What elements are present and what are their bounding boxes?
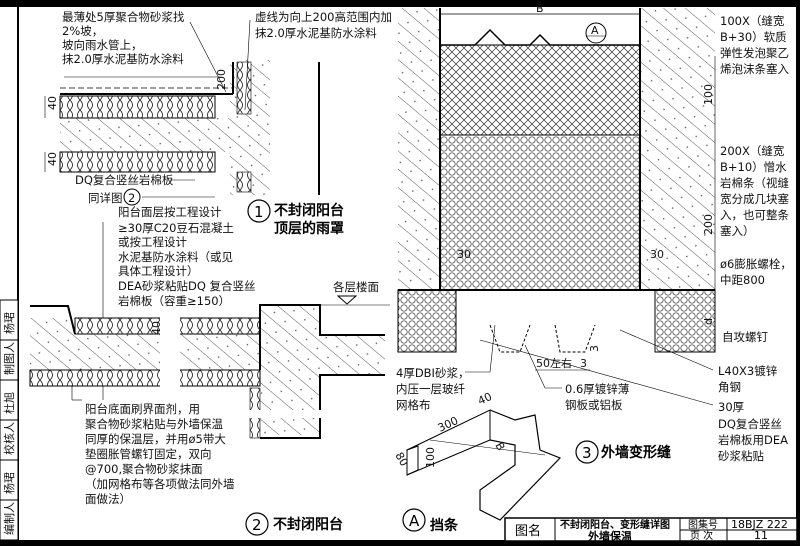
dim-80: 80 — [392, 450, 410, 469]
detail-3: B A 100 200 d 30 30 100X（缝宽 B+30）软质 弹性发泡… — [396, 2, 792, 464]
detail-1: 40 40 200 最薄处5厚聚合物砂浆找 2%坡， 坡向雨水管上， 抹2.0厚… — [44, 10, 392, 237]
right-border — [796, 0, 800, 546]
note-line: 内压一层玻纤 — [396, 382, 465, 396]
note-line: @700,聚合物砂浆抹面 — [85, 462, 203, 476]
note-line: 面做法） — [85, 492, 131, 506]
note-line: 具体工程设计） — [118, 264, 199, 278]
note-line: 阳台底面刷界面剂，用 — [85, 402, 200, 416]
page-value: 11 — [754, 529, 768, 542]
detail-title: 外墙变形缝 — [601, 444, 671, 461]
drawing-name-line1: 不封闭阳台、变形缝详图 — [560, 518, 670, 531]
side-label: 杨珺 — [2, 312, 16, 334]
side-label: 杨珺 — [2, 472, 16, 494]
dim-100: 100 — [702, 84, 715, 105]
note-line: 角钢 — [718, 380, 741, 394]
floor-level-label: 各层楼面 — [333, 280, 379, 294]
note-line: 水泥基防水涂料（或见 — [118, 250, 233, 264]
note-line: 垫圈胀管螺钉固定，双向 — [85, 447, 212, 461]
dim-d: d — [702, 318, 715, 325]
detail-A: 300 40 80 100 B A 挡条 — [392, 390, 562, 534]
note-line: 0.6厚镀锌薄 — [565, 382, 629, 396]
detail-number: 2 — [252, 516, 262, 534]
note-line: 塞入） — [720, 224, 755, 238]
note-line: B+10）憎水 — [720, 160, 787, 174]
dim-B: B — [536, 2, 544, 15]
bottom-border — [0, 540, 800, 546]
note-line: 坡向雨水管上， — [62, 38, 143, 52]
dim-3: 3 — [588, 345, 601, 352]
dim-200: 200 — [702, 214, 715, 235]
atlas-value: 18BJZ 222 — [731, 518, 788, 531]
dim-3: 3 — [580, 357, 587, 370]
note-line: 抹2.0厚水泥基防水涂料 — [62, 52, 184, 66]
detail-title: 不封闭阳台 — [274, 202, 344, 219]
detail-title: 不封闭阳台 — [273, 516, 343, 533]
board-label: DQ复合竖丝岩棉板 — [75, 173, 174, 187]
dim-30: 30 — [650, 248, 664, 261]
ref-label: 同详图 — [88, 191, 123, 205]
dim-40: 40 — [46, 152, 59, 166]
title-block: 图名 不封闭阳台、变形缝详图 外墙保温 图集号 18BJZ 222 页 次 11 — [504, 517, 798, 543]
callout-A: A — [591, 24, 599, 37]
side-label: 校核人 — [2, 422, 16, 455]
note-line: 最薄处5厚聚合物砂浆找 — [62, 10, 185, 24]
note-line: 钢板或铝板 — [565, 398, 623, 412]
note-line: （加网格布等各项做法同外墙 — [85, 477, 235, 491]
dim-200: 200 — [215, 69, 228, 90]
detail-title: 挡条 — [430, 517, 459, 534]
note-line: 4厚DBI砂浆， — [396, 366, 469, 380]
page-label: 页 次 — [690, 529, 713, 542]
ref-num: 2 — [128, 191, 135, 205]
dim-50: 50左右 — [536, 356, 572, 370]
note-line: 入，也可整条 — [720, 208, 789, 222]
note-line: 200X（缝宽 — [720, 144, 785, 158]
detail-title: 顶层的雨罩 — [274, 220, 344, 237]
note-line: ø6膨胀螺栓， — [720, 257, 792, 271]
side-label: 制图人 — [3, 342, 16, 375]
note-line: 阳台面层按工程设计 — [118, 205, 222, 219]
note-line: 岩棉板（容重≥150） — [118, 294, 230, 308]
note-line: 或按工程设计 — [118, 235, 187, 249]
note-line: 烯泡沫条塞入 — [720, 62, 789, 76]
note-line: 虚线为向上200高范围内加 — [255, 10, 392, 24]
dim-40: 40 — [46, 96, 59, 110]
note-line: 抹2.0厚水泥基防水涂料 — [255, 26, 377, 40]
note-line: 2%坡， — [62, 24, 103, 38]
note-line: 岩棉条（视缝 — [720, 176, 789, 190]
note-line: 中距800 — [720, 273, 765, 287]
note-line: B+30）软质 — [720, 30, 787, 44]
note-line: 宽分成几块塞 — [720, 192, 789, 206]
note-line: 弹性发泡聚乙 — [720, 46, 789, 60]
dim-40: 40 — [476, 390, 494, 408]
note-line: 网格布 — [396, 398, 431, 412]
side-strip: 编制人 杨珺 校核人 杜旭 制图人 杨珺 — [0, 299, 19, 541]
detail-2: 阳台面层按工程设计 ≥30厚C20豆石混凝土 或按工程设计 水泥基防水涂料（或见… — [29, 205, 390, 536]
note-line: ≥30厚C20豆石混凝土 — [118, 221, 234, 235]
note-line: 30厚 — [718, 400, 744, 414]
note-line: 100X（缝宽 — [720, 14, 785, 28]
note-line: 砂浆粘贴 — [718, 449, 764, 463]
note-line: L40X3镀锌 — [718, 364, 778, 378]
note-line: 自攻螺钉 — [722, 330, 768, 344]
side-label: 杜旭 — [2, 392, 16, 414]
dim-B: B — [492, 440, 507, 453]
detail-number: 1 — [254, 203, 264, 221]
detail-number: A — [409, 512, 420, 530]
dim-100: 100 — [424, 447, 437, 468]
top-border — [0, 0, 800, 7]
note-line: DQ复合竖丝 — [718, 417, 782, 431]
side-label: 编制人 — [2, 502, 16, 535]
dim-40: 40 — [150, 321, 163, 335]
name-label: 图名 — [515, 523, 541, 539]
note-line: 同厚的保温层，并用ø5带大 — [85, 432, 226, 446]
drawing-name-line2: 外墙保温 — [587, 529, 632, 543]
atlas-label: 图集号 — [688, 518, 718, 531]
note-line: DEA砂浆粘贴DQ 复合竖丝 — [118, 279, 256, 293]
note-line: 聚合物砂浆粘贴与外墙保温 — [85, 417, 223, 431]
dim-30: 30 — [457, 248, 471, 261]
note-line: 岩棉板用DEA — [718, 433, 788, 447]
detail-number: 3 — [582, 444, 592, 462]
